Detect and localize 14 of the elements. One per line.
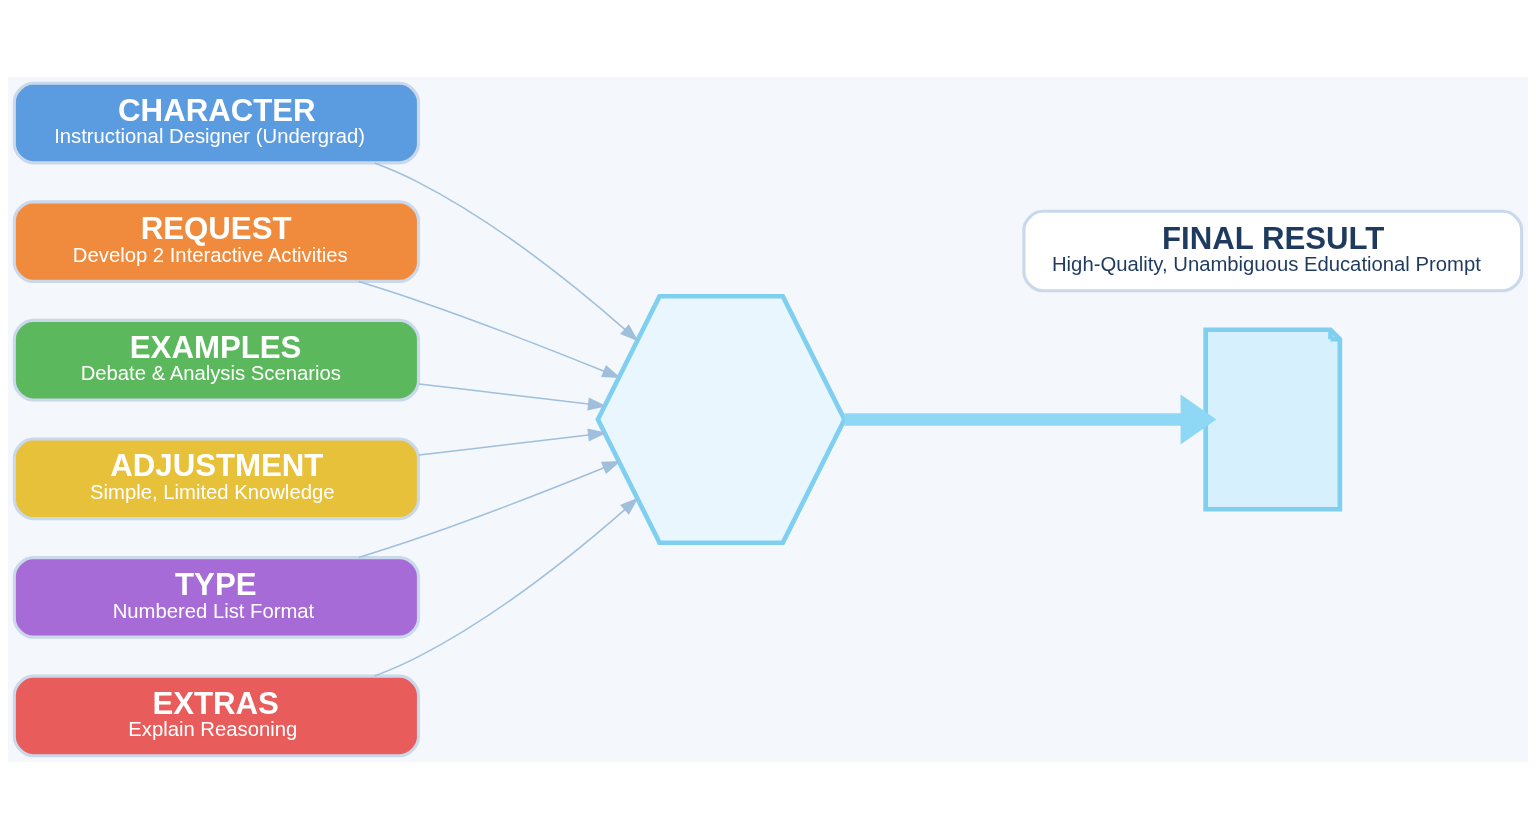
- arrow: [418, 382, 607, 410]
- node-box: ADJUSTMENT Simple, Limited Knowledge: [12, 436, 421, 520]
- arrow: [844, 393, 1217, 445]
- arrow: [357, 460, 621, 558]
- node-box: CHARACTER Instructional Designer (Undergrad): [12, 81, 421, 164]
- node-box: EXAMPLES Debate & Analysis Scenarios: [12, 318, 421, 402]
- arrow: [373, 496, 639, 677]
- node-box: REQUEST Develop 2 Interactive Activities: [12, 199, 421, 283]
- arrow: [373, 161, 639, 342]
- node-box: EXTRAS Explain Reasoning: [12, 674, 421, 757]
- arrow: [418, 428, 607, 456]
- node-box: FINAL RESULT High-Quality, Unambiguous Educational Prompt: [1022, 209, 1524, 292]
- arrow: [357, 280, 621, 378]
- node-box: TYPE Numbered List Format: [12, 555, 421, 639]
